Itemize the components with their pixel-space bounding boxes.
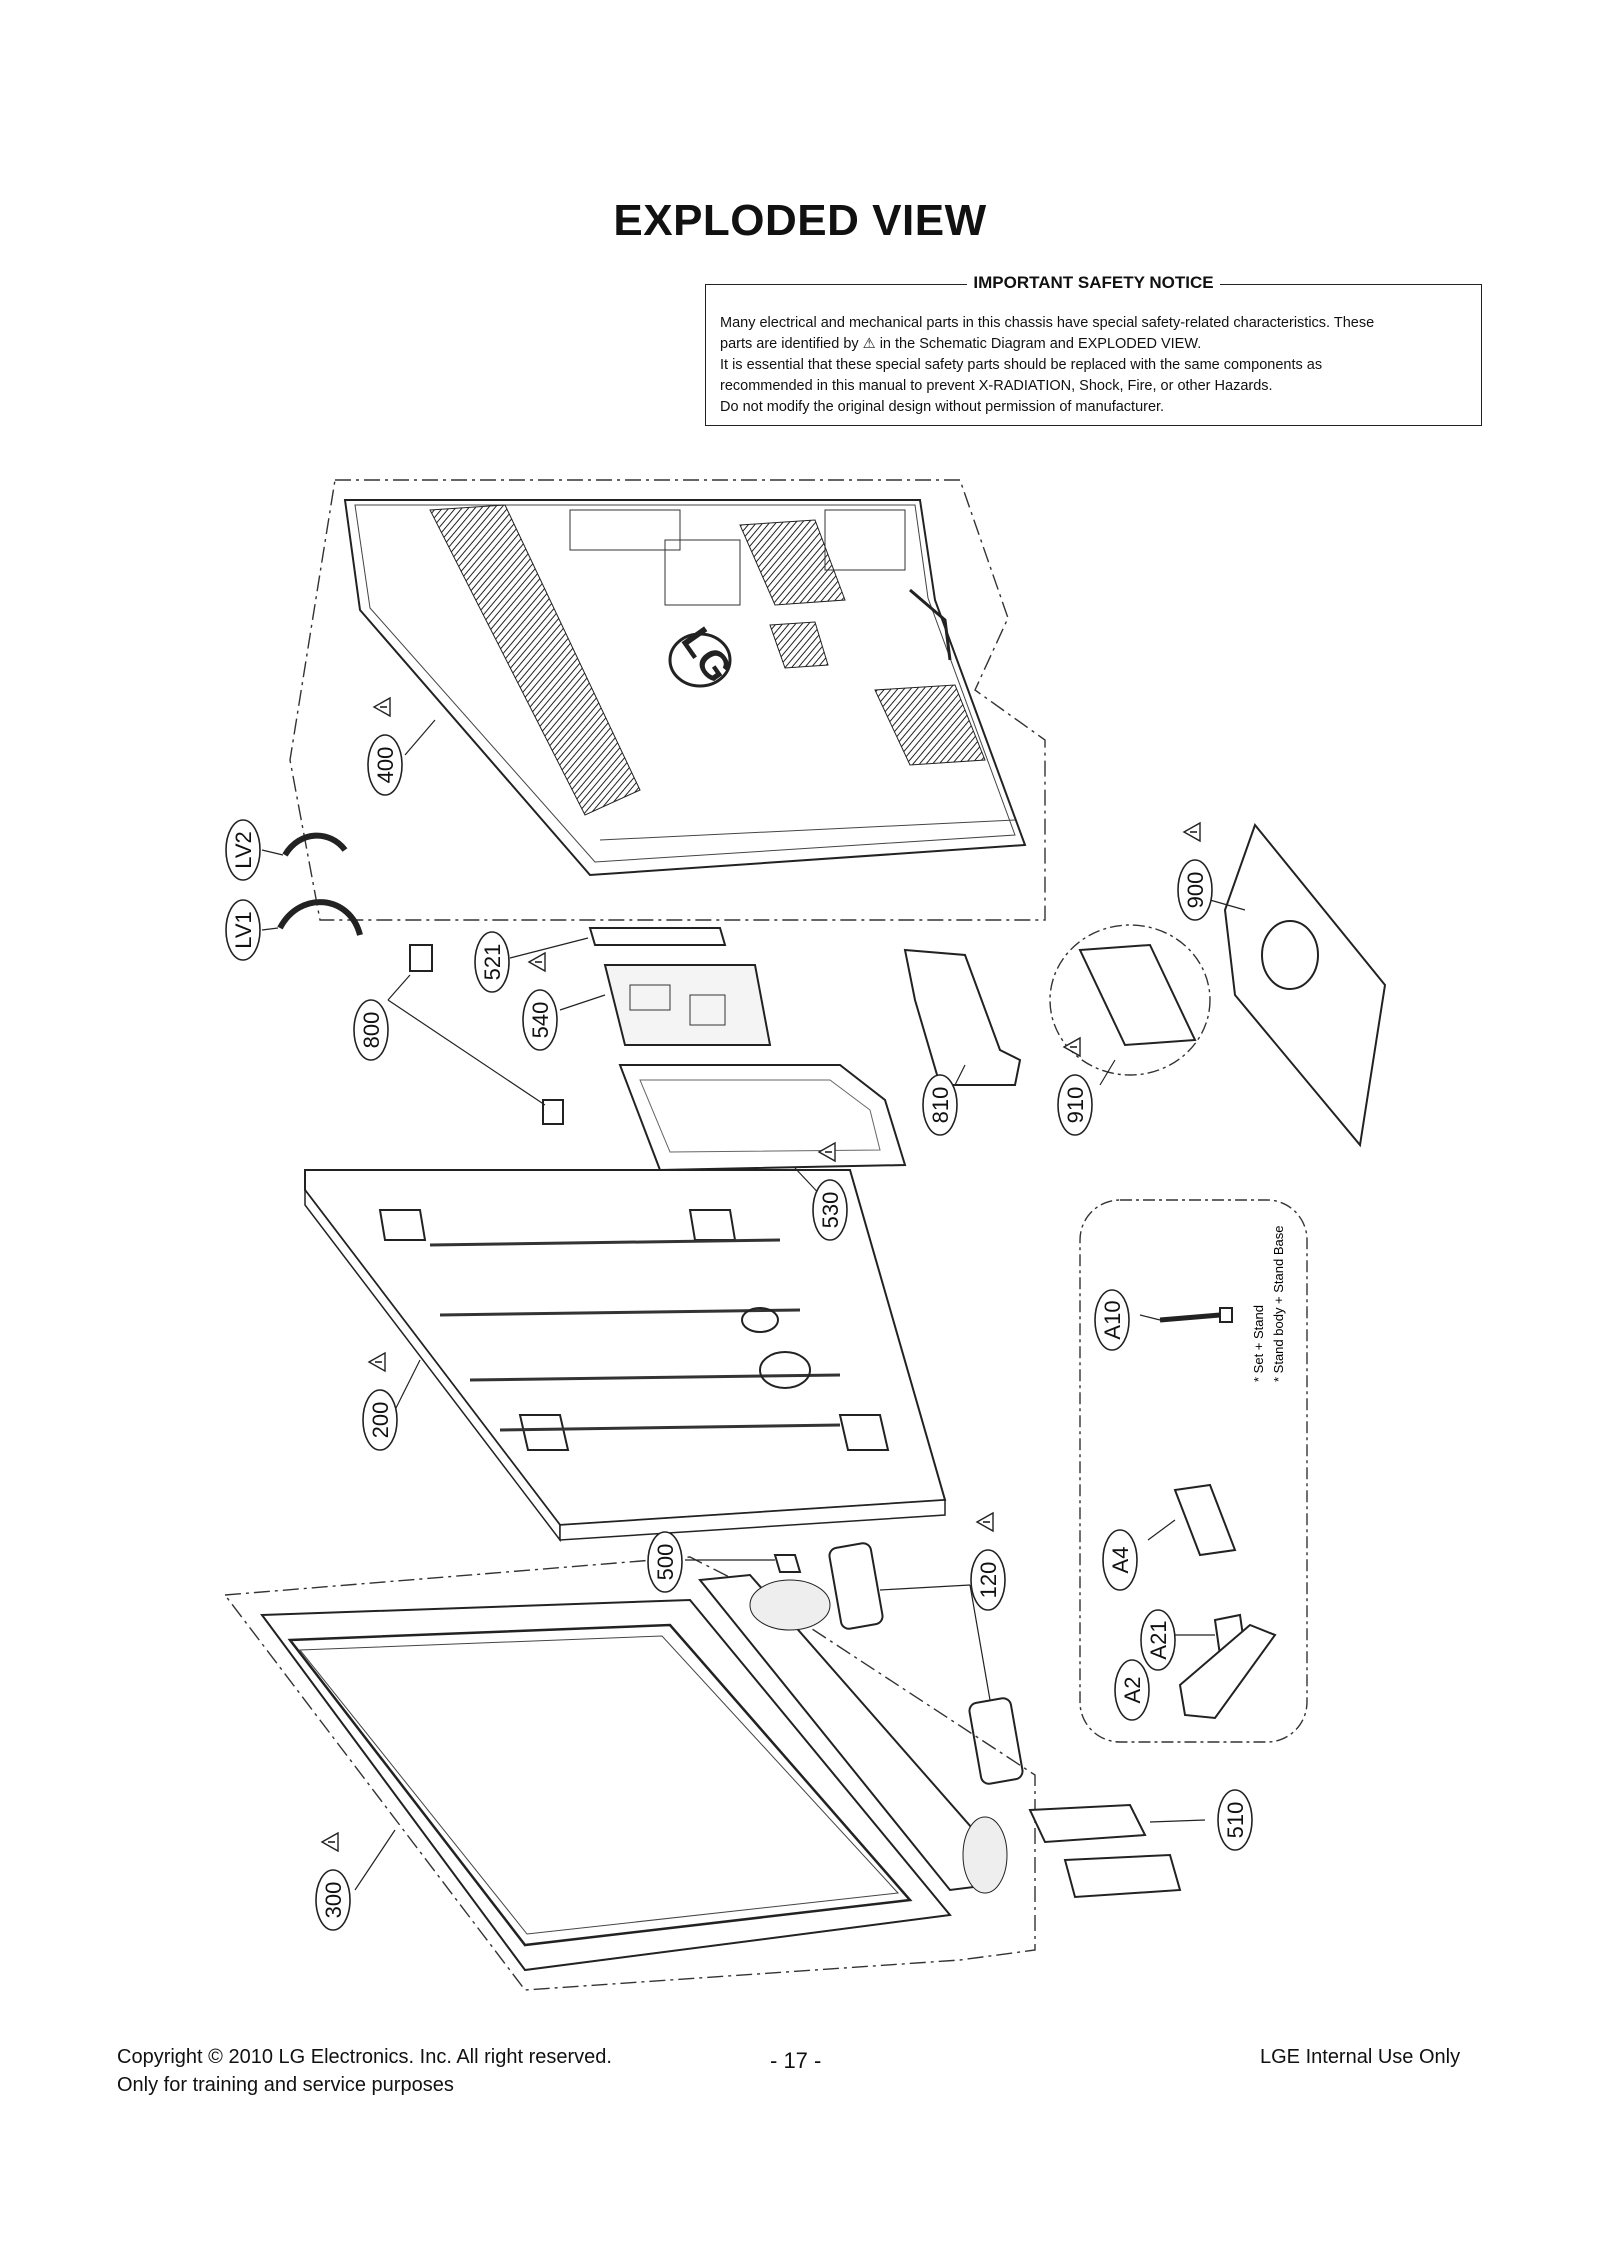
callout-label: 500 xyxy=(653,1544,678,1581)
callout-label: 800 xyxy=(359,1012,384,1049)
safety-warning-icon xyxy=(527,951,546,973)
callout-label: A21 xyxy=(1146,1620,1171,1659)
callout-label: LV1 xyxy=(231,911,256,949)
safety-notice-line: parts are identified by ⚠ in the Schemat… xyxy=(720,336,1202,352)
accessory-boundary xyxy=(1079,1199,1308,1743)
stand-screw-a10 xyxy=(1159,1307,1233,1323)
safety-warning-icon xyxy=(372,696,391,718)
callout-label: 810 xyxy=(928,1087,953,1124)
stand-bracket-910 xyxy=(1078,943,1197,1047)
callout-900: 900 xyxy=(1177,821,1213,921)
module-frame-200 xyxy=(304,1169,947,1543)
callout-label: 300 xyxy=(321,1882,346,1919)
callout-910: 910 xyxy=(1057,1036,1093,1136)
safety-notice-line: Do not modify the original design withou… xyxy=(720,399,1165,415)
footer-purpose: Only for training and service purposes xyxy=(117,2074,454,2096)
callout-label: LV2 xyxy=(231,831,256,869)
back-cover: LG xyxy=(343,499,1027,877)
callout-label: 120 xyxy=(976,1562,1001,1599)
speaker-120-b xyxy=(968,1697,1024,1785)
safety-warning-icon xyxy=(1182,821,1201,843)
safety-warning-icon xyxy=(320,1831,339,1853)
callout-label: A4 xyxy=(1108,1547,1133,1574)
stand-note-1: * Set + Stand xyxy=(1251,1305,1266,1382)
safety-notice: IMPORTANT SAFETY NOTICE Many electrical … xyxy=(705,273,1482,426)
power-board-530 xyxy=(618,1064,907,1172)
safety-warning-icon xyxy=(817,1141,836,1163)
callout-label: 400 xyxy=(373,747,398,784)
bracket-800-a xyxy=(409,944,433,972)
footer-copyright: Copyright © 2010 LG Electronics. Inc. Al… xyxy=(117,2046,612,2068)
safety-notice-line: It is essential that these special safet… xyxy=(720,357,1323,373)
callout-300: 300 xyxy=(315,1831,351,1931)
page-title: EXPLODED VIEW xyxy=(613,196,987,245)
stand-bracket-boundary xyxy=(1049,924,1211,1076)
callout-label: 200 xyxy=(368,1402,393,1439)
board-521 xyxy=(588,927,727,946)
callout-500: 500 xyxy=(647,1531,683,1593)
callout-lv1: LV1 xyxy=(225,899,261,961)
callout-a4: A4 xyxy=(1102,1529,1138,1591)
footer-internal: LGE Internal Use Only xyxy=(1260,2046,1461,2068)
lv2-cable xyxy=(282,832,348,857)
bracket-800-b xyxy=(542,1099,564,1125)
part-510-a xyxy=(1028,1803,1147,1844)
safety-warning-icon xyxy=(975,1511,994,1533)
callout-510: 510 xyxy=(1217,1789,1253,1851)
callout-label: 530 xyxy=(818,1192,843,1229)
callout-810: 810 xyxy=(922,1074,958,1136)
callout-a21: A21 xyxy=(1140,1609,1176,1671)
callout-200: 200 xyxy=(362,1351,398,1451)
bracket-810 xyxy=(903,948,1022,1086)
lv1-cable xyxy=(277,899,363,936)
back-cover-boundary xyxy=(289,479,1046,921)
stand-note-2: * Stand body + Stand Base xyxy=(1271,1226,1286,1382)
part-510-b xyxy=(1063,1853,1182,1899)
callout-label: A2 xyxy=(1120,1677,1145,1704)
callout-a10: A10 xyxy=(1094,1289,1130,1351)
callout-label: A10 xyxy=(1100,1300,1125,1339)
speaker-120-a xyxy=(828,1542,884,1630)
leader-lines xyxy=(261,719,1246,1891)
callout-a2: A2 xyxy=(1114,1659,1150,1721)
callout-label: 900 xyxy=(1183,872,1208,909)
callout-label: 540 xyxy=(528,1002,553,1039)
callout-label: 510 xyxy=(1223,1802,1248,1839)
callout-label: 910 xyxy=(1063,1087,1088,1124)
safety-warning-icon xyxy=(367,1351,386,1373)
callout-540: 540 xyxy=(522,951,558,1051)
safety-notice-line: recommended in this manual to prevent X-… xyxy=(720,378,1273,394)
part-a2 xyxy=(1178,1623,1277,1720)
callout-521: 521 xyxy=(474,931,510,993)
callout-label: 521 xyxy=(480,944,505,981)
callout-530: 530 xyxy=(812,1141,848,1241)
callout-120: 120 xyxy=(970,1511,1006,1611)
safety-warning-icon xyxy=(1062,1036,1081,1058)
front-bezel-boundary xyxy=(224,1556,1036,1991)
safety-notice-heading: IMPORTANT SAFETY NOTICE xyxy=(967,273,1220,292)
page-number: - 17 - xyxy=(770,2048,822,2073)
callout-800: 800 xyxy=(353,999,389,1061)
part-a4 xyxy=(1173,1483,1237,1557)
safety-notice-line: Many electrical and mechanical parts in … xyxy=(720,315,1375,331)
part-500 xyxy=(773,1554,802,1573)
front-bezel-300 xyxy=(260,1598,952,1972)
callout-400: 400 xyxy=(367,696,403,796)
callout-lv2: LV2 xyxy=(225,819,261,881)
